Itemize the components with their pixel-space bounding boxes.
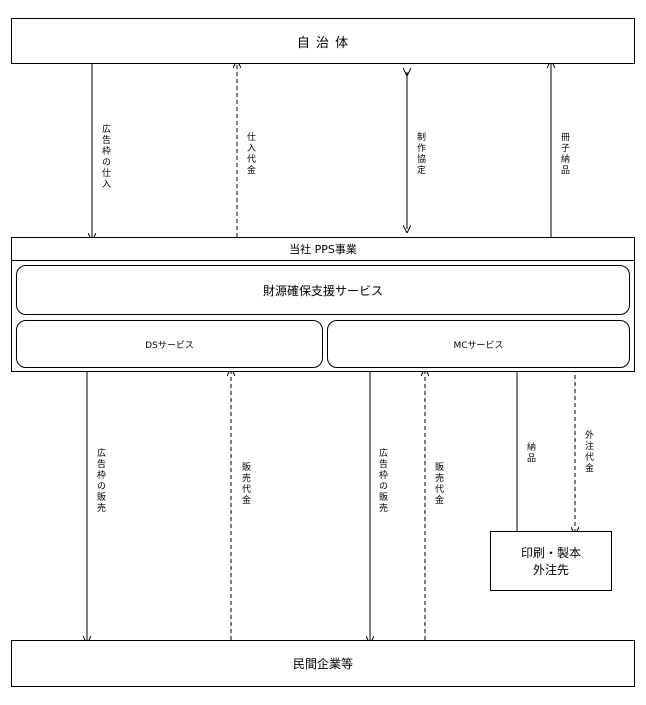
label-ad-slot-purchase: 広告枠の仕入 xyxy=(100,124,110,190)
label-mc-ad-slot-sales: 広告枠の販売 xyxy=(377,448,387,514)
funding-support-service-box: 財源確保支援サービス xyxy=(16,265,630,315)
municipality-box: 自 治 体 xyxy=(11,18,635,64)
label-ds-sales-payment: 販売代金 xyxy=(240,462,250,506)
municipality-label: 自 治 体 xyxy=(296,35,350,51)
printer-line2: 外注先 xyxy=(532,563,569,577)
label-purchase-payment: 仕入代金 xyxy=(245,132,255,176)
label-mc-sales-payment: 販売代金 xyxy=(433,462,443,506)
private-companies-box: 民間企業等 xyxy=(11,640,635,687)
label-delivery: 納品 xyxy=(525,442,535,464)
label-booklet-delivery: 冊子納品 xyxy=(559,132,569,176)
ds-service-box: DSサービス xyxy=(16,320,323,368)
private-companies-label: 民間企業等 xyxy=(292,657,353,671)
mc-service-box: MCサービス xyxy=(327,320,630,368)
printer-line1: 印刷・製本 xyxy=(520,546,581,560)
company-pps-box: 当社 PPS事業 財源確保支援サービス DSサービス MCサービス xyxy=(11,237,635,372)
company-header: 当社 PPS事業 xyxy=(12,238,634,261)
printing-binding-contractor-box: 印刷・製本 外注先 xyxy=(490,531,612,591)
label-ds-ad-slot-sales: 広告枠の販売 xyxy=(95,448,105,514)
label-outsourcing-payment: 外注代金 xyxy=(583,430,593,474)
label-production-agreement: 制作協定 xyxy=(415,132,425,176)
